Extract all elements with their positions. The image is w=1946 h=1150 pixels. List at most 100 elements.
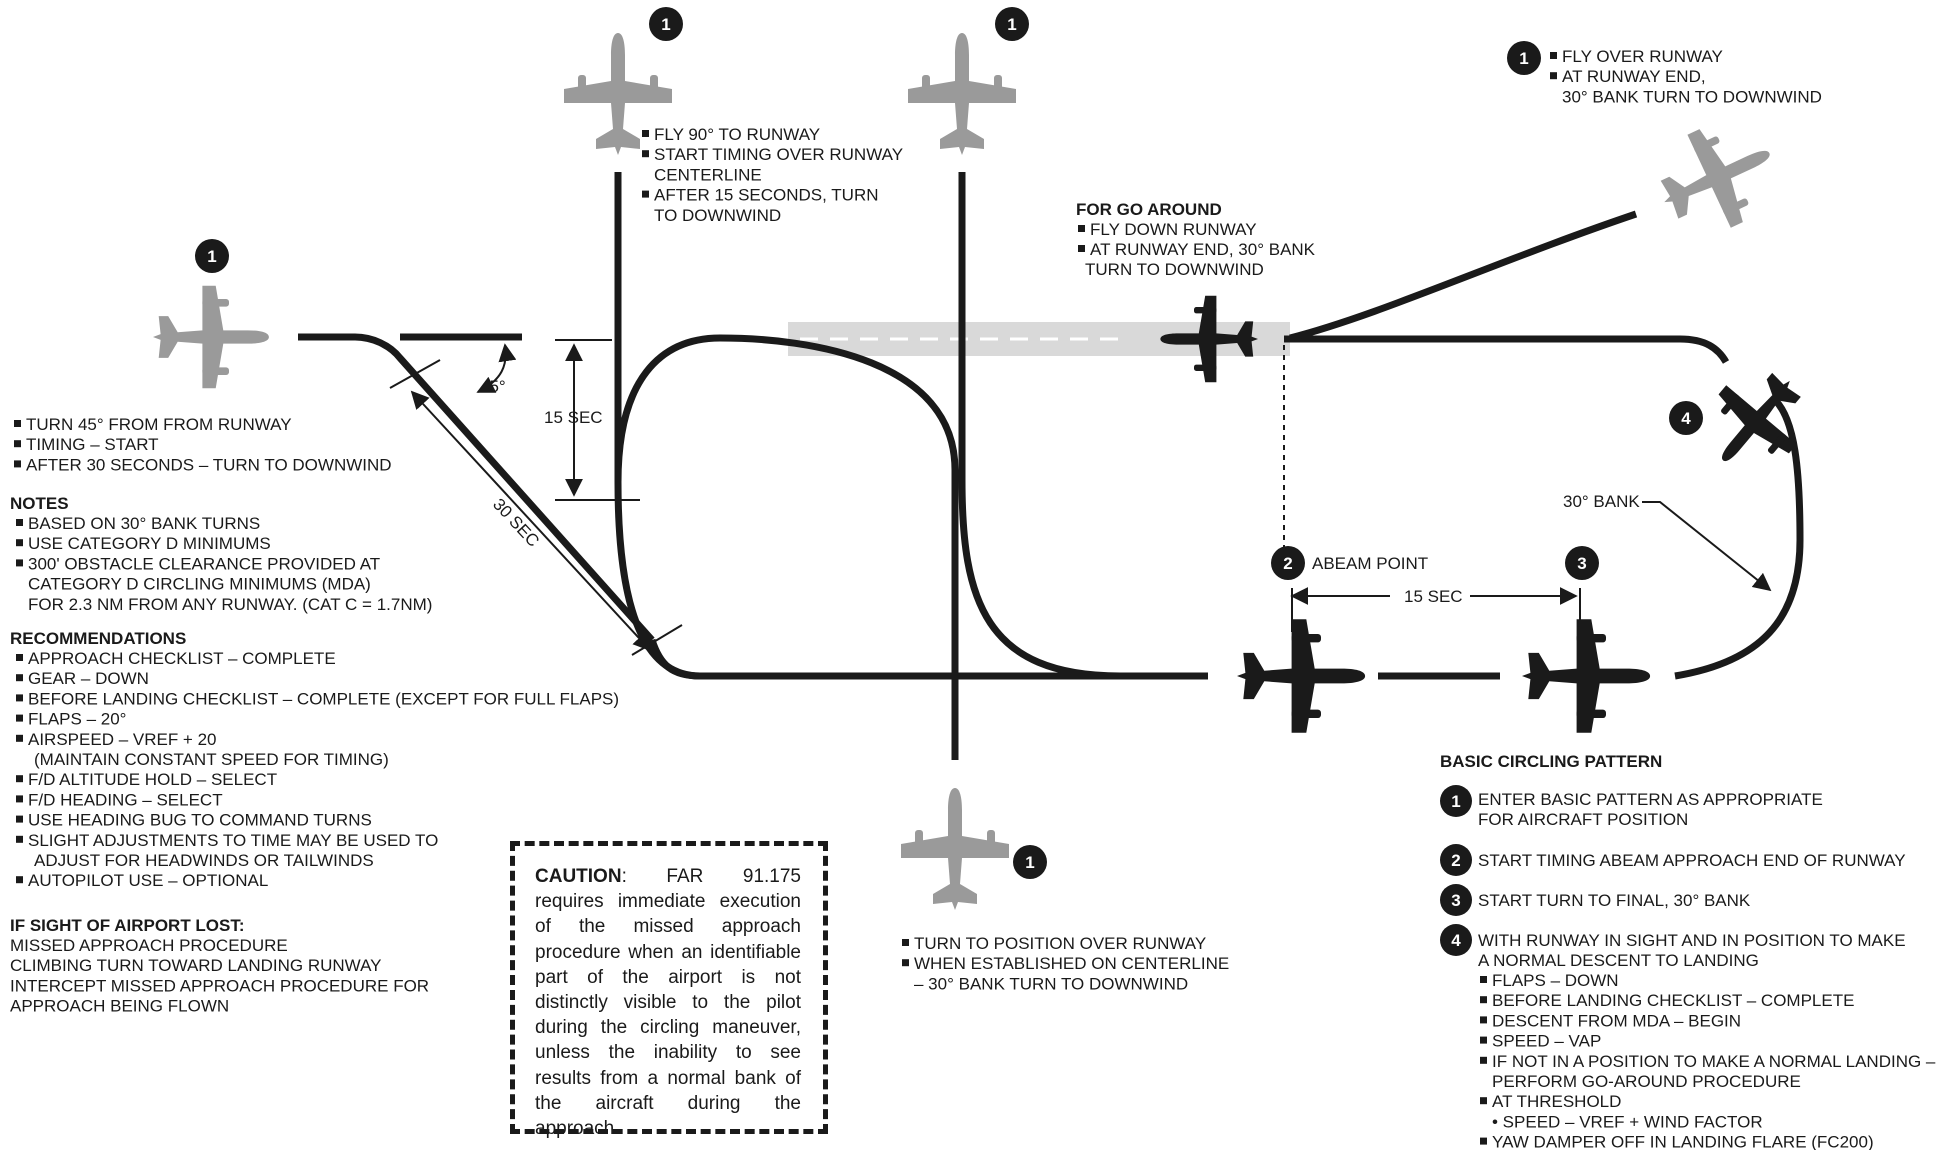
bullet-square xyxy=(14,460,21,468)
svg-text:1: 1 xyxy=(1519,49,1528,68)
bullet-square xyxy=(16,775,23,783)
svg-text:1: 1 xyxy=(1025,853,1034,872)
bullet-square xyxy=(14,420,21,427)
text-line: GEAR – DOWN xyxy=(28,669,149,688)
go-around-climb-path xyxy=(1289,210,1638,342)
step-badge: 3 xyxy=(1565,546,1599,580)
text-line: FOR 2.3 NM FROM ANY RUNWAY. (CAT C = 1.7… xyxy=(28,595,432,614)
text-line: FOR AIRCRAFT POSITION xyxy=(1478,810,1688,829)
bullet-square xyxy=(16,519,23,526)
bullet-square xyxy=(902,959,909,967)
text-line: APPROACH BEING FLOWN xyxy=(10,997,229,1016)
text-line: CENTERLINE xyxy=(654,165,762,184)
step-badge xyxy=(1440,844,1472,876)
bank-label: 30° BANK xyxy=(1563,492,1640,511)
step-badge xyxy=(1440,924,1472,956)
text-line: AUTOPILOT USE – OPTIONAL xyxy=(28,871,268,890)
text-line: TURN 45° FROM FROM RUNWAY xyxy=(26,415,292,434)
text-line: F/D HEADING – SELECT xyxy=(28,790,223,809)
text-line: YAW DAMPER OFF IN LANDING FLARE (FC200) xyxy=(1492,1133,1874,1150)
downwind-left-path xyxy=(648,638,1208,680)
caution-text: : FAR 91.175 requires immediate executio… xyxy=(535,866,801,1140)
bullet-square xyxy=(1550,72,1557,80)
lost-sight-section: IF SIGHT OF AIRPORT LOST:MISSED APPROACH… xyxy=(10,916,429,1016)
text-line: APPROACH CHECKLIST – COMPLETE xyxy=(28,649,336,668)
text-line: FLY 90° TO RUNWAY xyxy=(654,125,820,144)
angle-label: 45° xyxy=(480,377,506,396)
bullet-square xyxy=(14,440,21,448)
aircraft-icon xyxy=(901,788,1009,910)
step-badge-number: 1 xyxy=(1451,792,1460,811)
final-turn-path xyxy=(1674,397,1804,680)
bullet-square xyxy=(16,654,23,661)
text-line: TIMING – START xyxy=(26,435,159,454)
text-line: INTERCEPT MISSED APPROACH PROCEDURE FOR xyxy=(10,976,429,995)
step-badge-number: 4 xyxy=(1451,931,1461,950)
bullet-square xyxy=(1480,1097,1487,1105)
bullet-square xyxy=(1078,225,1085,232)
text-line: FLY DOWN RUNWAY xyxy=(1090,220,1257,239)
text-line: AFTER 30 SECONDS – TURN TO DOWNWIND xyxy=(26,455,392,474)
text-line: ADJUST FOR HEADWINDS OR TAILWINDS xyxy=(34,851,374,870)
step-badge xyxy=(1440,884,1472,916)
caution-label: CAUTION xyxy=(535,866,622,887)
text-line: 30° BANK TURN TO DOWNWIND xyxy=(1562,87,1822,106)
text-line: SLIGHT ADJUSTMENTS TO TIME MAY BE USED T… xyxy=(28,831,438,850)
step-badge-number: 3 xyxy=(1451,891,1460,910)
notes-title: NOTES xyxy=(10,494,69,513)
bullet-square xyxy=(16,714,23,722)
text-line: START TIMING ABEAM APPROACH END OF RUNWA… xyxy=(1478,851,1906,870)
text-line: • SPEED – VREF + WIND FACTOR xyxy=(1492,1112,1763,1131)
bullet-square xyxy=(1480,976,1487,983)
step-badge: 1 xyxy=(1013,845,1047,879)
text-line: WHEN ESTABLISHED ON CENTERLINE xyxy=(914,954,1229,973)
aircraft-icon xyxy=(908,33,1016,155)
step-badge: 1 xyxy=(995,7,1029,41)
aircraft-icon xyxy=(153,285,269,389)
text-line: ENTER BASIC PATTERN AS APPROPRIATE xyxy=(1478,790,1823,809)
bullet-square xyxy=(1480,1137,1487,1145)
svg-text:3: 3 xyxy=(1577,554,1586,573)
text-line: F/D ALTITUDE HOLD – SELECT xyxy=(28,770,277,789)
text-line: AFTER 15 SECONDS, TURN xyxy=(654,186,879,205)
text-line: 300' OBSTACLE CLEARANCE PROVIDED AT xyxy=(28,554,380,573)
text-line: CATEGORY D CIRCLING MINIMUMS (MDA) xyxy=(28,575,371,594)
text-line: AT RUNWAY END, 30° BANK xyxy=(1090,240,1316,259)
text-line: BEFORE LANDING CHECKLIST – COMPLETE (EXC… xyxy=(28,689,619,708)
step-badge: 2 xyxy=(1271,546,1305,580)
text-line: CLIMBING TURN TOWARD LANDING RUNWAY xyxy=(10,956,382,975)
text-line: SPEED – VAP xyxy=(1492,1032,1601,1051)
text-line: AT THRESHOLD xyxy=(1492,1092,1621,1111)
fifteen-sec-vertical-label: 15 SEC xyxy=(544,408,603,427)
svg-text:1: 1 xyxy=(207,247,216,266)
text-line: BEFORE LANDING CHECKLIST – COMPLETE xyxy=(1492,991,1854,1010)
bullet-square xyxy=(16,795,23,803)
recommendations-title: RECOMMENDATIONS xyxy=(10,629,186,648)
text-line: TURN TO POSITION OVER RUNWAY xyxy=(914,934,1206,953)
text-line: – 30° BANK TURN TO DOWNWIND xyxy=(914,974,1188,993)
text-line: FLAPS – DOWN xyxy=(1492,971,1619,990)
text-line: BASED ON 30° BANK TURNS xyxy=(28,514,260,533)
text-line: USE HEADING BUG TO COMMAND TURNS xyxy=(28,811,372,830)
bullet-square xyxy=(642,190,649,198)
lost-sight-title: IF SIGHT OF AIRPORT LOST: xyxy=(10,916,245,935)
step-badge xyxy=(1440,785,1472,817)
bullet-square xyxy=(16,835,23,843)
bullet-square xyxy=(16,815,23,823)
step-badge: 1 xyxy=(649,7,683,41)
thirty-sec-label: 30 SEC xyxy=(489,495,543,551)
text-line: A NORMAL DESCENT TO LANDING xyxy=(1478,951,1759,970)
runway-top-path xyxy=(1284,335,1730,364)
step-badge: 1 xyxy=(1507,41,1541,75)
text-line: FLAPS – 20° xyxy=(28,710,126,729)
bullet-square xyxy=(1480,996,1487,1004)
text-line: AT RUNWAY END, xyxy=(1562,67,1706,86)
text-line: START TURN TO FINAL, 30° BANK xyxy=(1478,891,1751,910)
